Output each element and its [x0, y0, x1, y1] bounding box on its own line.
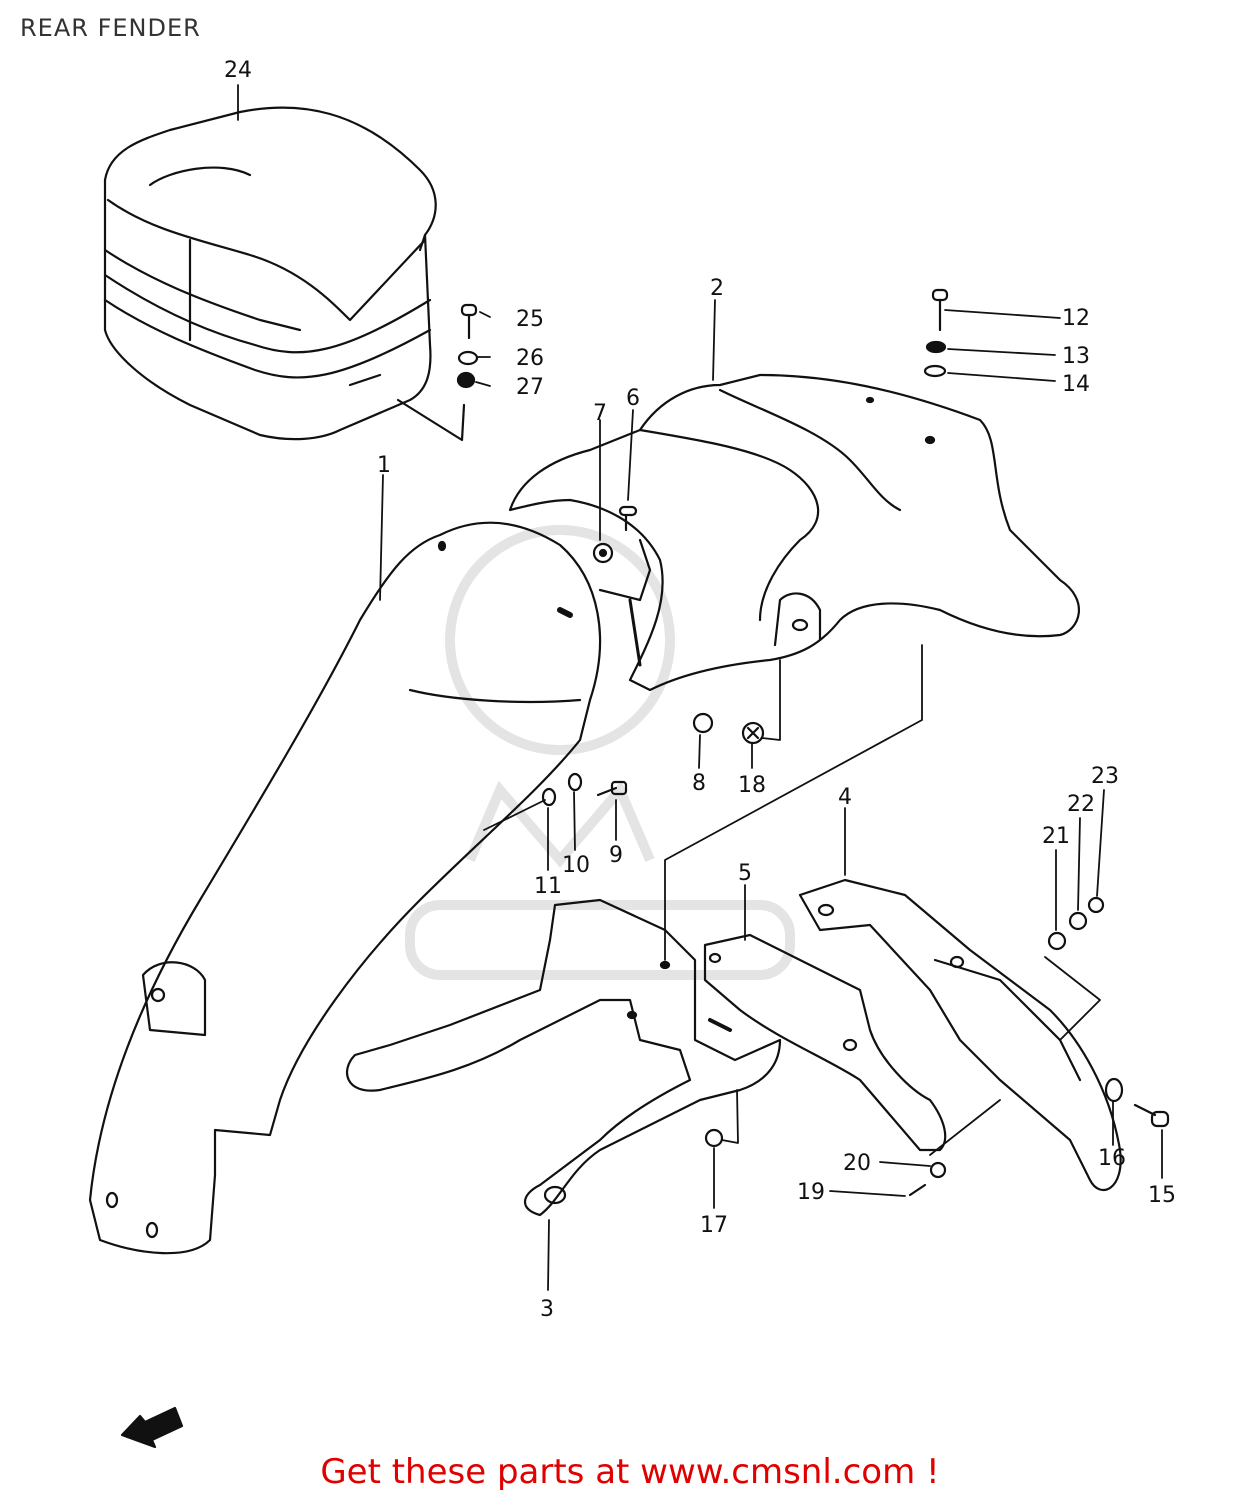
part-label: 4 [838, 785, 852, 810]
top-case [103, 106, 437, 441]
part-label: 1 [377, 453, 391, 478]
part-label: 17 [700, 1213, 728, 1238]
part-label: 7 [593, 401, 607, 426]
fender-bracket-lower [346, 898, 782, 1217]
part-label: 25 [516, 307, 544, 332]
part-label: 3 [540, 1297, 554, 1322]
footer-link-text[interactable]: Get these parts at www.cmsnl.com ! [320, 1452, 940, 1492]
part-label: 19 [797, 1180, 825, 1205]
page-title: REAR FENDER [20, 14, 201, 42]
footer-link[interactable]: Get these parts at www.cmsnl.com ! [0, 1452, 1260, 1492]
part-label: 18 [738, 773, 766, 798]
part-label: 12 [1062, 306, 1090, 331]
part-label: 16 [1098, 1146, 1126, 1171]
part-label: 13 [1062, 344, 1090, 369]
watermark-logo [405, 525, 795, 980]
leader-lines [237, 84, 1163, 1291]
case-bolt [456, 303, 479, 389]
part-label: 23 [1091, 764, 1119, 789]
part-label: 24 [224, 58, 252, 83]
part-label: 5 [738, 861, 752, 886]
fender-bracket-rear [703, 878, 1122, 1191]
hardware [541, 288, 1170, 1197]
part-label: 2 [710, 276, 724, 301]
front-arrow-icon [120, 1406, 184, 1449]
part-label: 6 [626, 386, 640, 411]
part-label: 20 [843, 1151, 871, 1176]
inner-fender [508, 373, 1080, 692]
part-label: 27 [516, 375, 544, 400]
part-label: 21 [1042, 824, 1070, 849]
rear-fender [88, 521, 602, 1255]
case-leader [396, 398, 466, 442]
part-label: 9 [609, 843, 623, 868]
part-label: 8 [692, 771, 706, 796]
part-label: 15 [1148, 1183, 1176, 1208]
part-labels: 1 2 3 4 5 6 7 8 9 10 11 12 13 14 15 16 1… [224, 58, 1176, 1322]
part-label: 14 [1062, 372, 1090, 397]
part-label: 26 [516, 346, 544, 371]
part-label: 22 [1067, 792, 1095, 817]
part-label: 11 [534, 874, 562, 899]
part-label: 10 [562, 853, 590, 878]
